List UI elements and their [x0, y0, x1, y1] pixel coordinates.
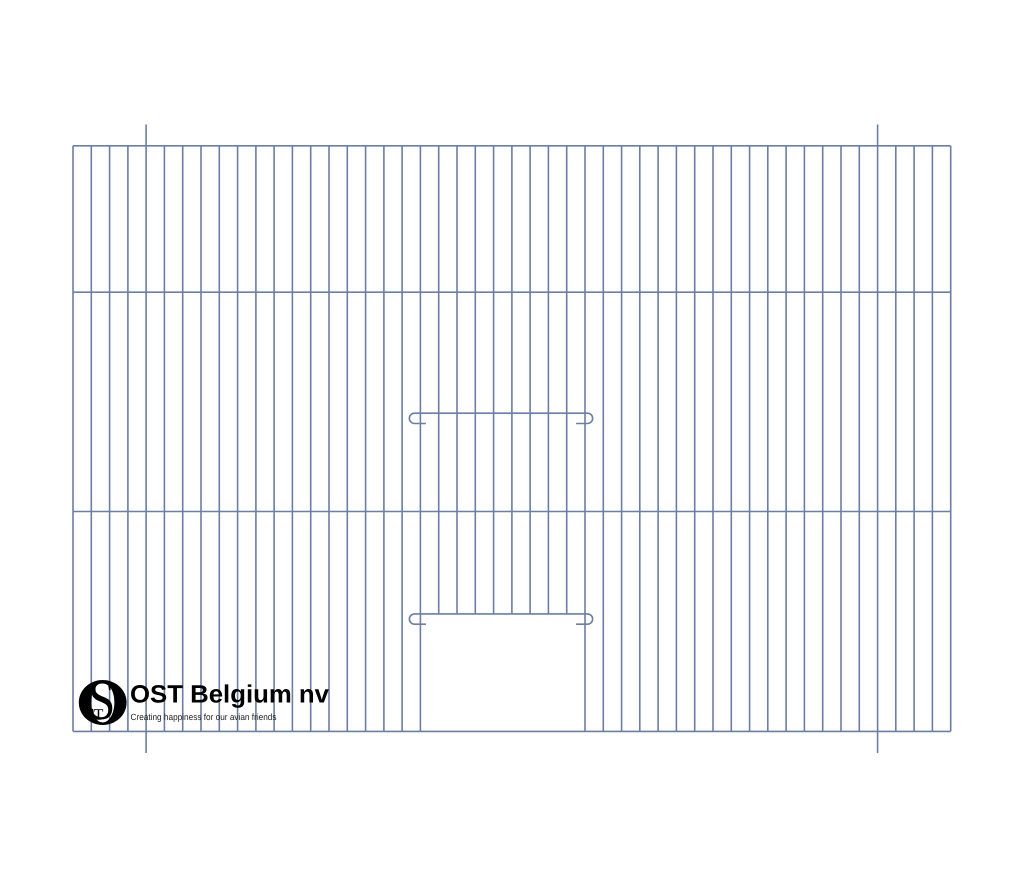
svg-text:OST Belgium nv: OST Belgium nv: [130, 681, 329, 709]
svg-text:Creating happiness for our avi: Creating happiness for our avian friends: [131, 712, 277, 722]
